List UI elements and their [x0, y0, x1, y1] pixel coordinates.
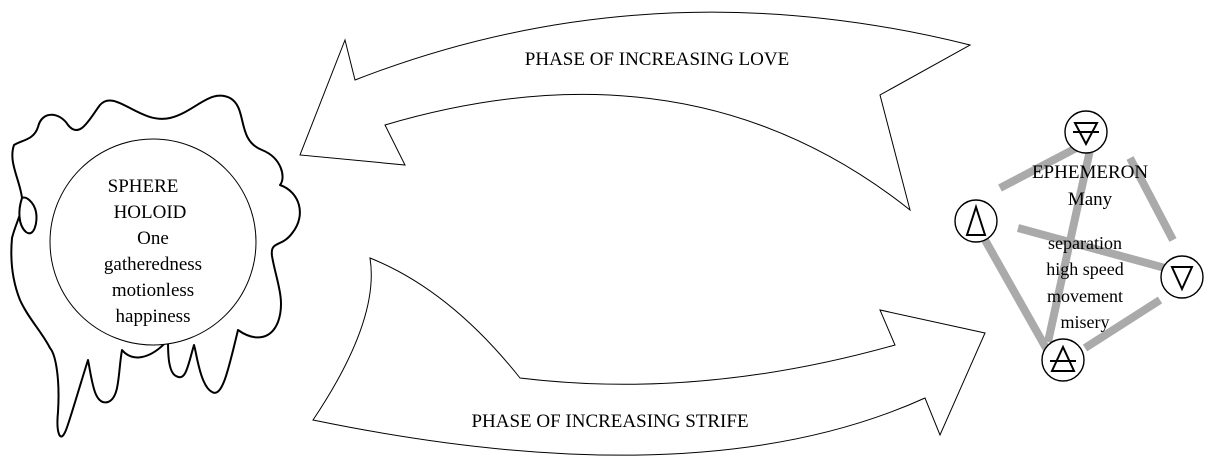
- water-symbol-icon: [1161, 256, 1203, 298]
- sphere-line-gatheredness: gatheredness: [104, 254, 202, 275]
- ephemeron-subtitle: Many: [1068, 189, 1113, 210]
- earth-symbol-icon: [1065, 111, 1107, 153]
- ephemeron-line-high-speed: high speed: [1046, 259, 1123, 279]
- ephemeron-line-movement: movement: [1047, 286, 1123, 306]
- sphere-line-motionless: motionless: [112, 280, 194, 301]
- connector-left-bottom: [985, 240, 1050, 355]
- sphere-line-one: One: [137, 228, 169, 249]
- ephemeron-line-misery: misery: [1061, 312, 1110, 332]
- sphere-line-happiness: happiness: [116, 306, 191, 327]
- love-arrow: [300, 12, 970, 210]
- fire-symbol-icon: [955, 200, 997, 242]
- water-symbol-circle: [1161, 256, 1203, 298]
- love-arrow-label: PHASE OF INCREASING LOVE: [525, 49, 789, 70]
- ephemeron-title: EPHEMERON: [1032, 162, 1148, 183]
- strife-arrow-label: PHASE OF INCREASING STRIFE: [471, 411, 748, 432]
- sphere-line-sphere: SPHERE: [108, 176, 179, 197]
- ephemeron-line-separation: separation: [1048, 233, 1122, 253]
- air-symbol-icon: [1042, 339, 1084, 381]
- sphere-line-holoid: HOLOID: [114, 202, 187, 223]
